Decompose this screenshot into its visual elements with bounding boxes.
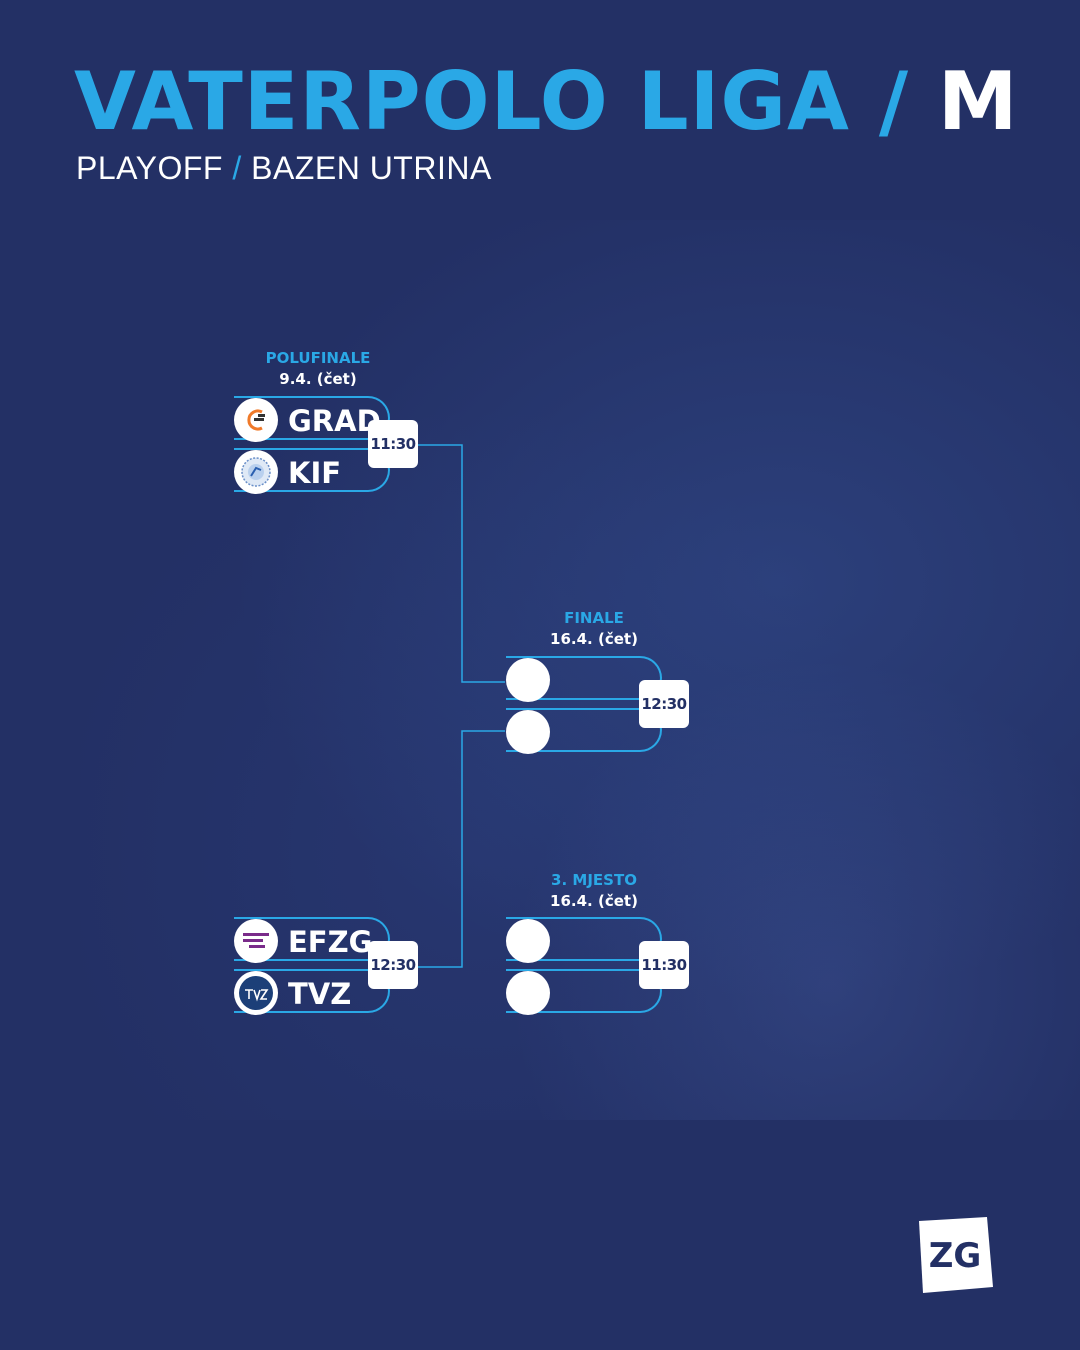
semifinal-title: POLUFINALE [265, 349, 371, 367]
final-title: FINALE [564, 609, 624, 627]
kif-logo-icon [234, 450, 278, 494]
empty-team-placeholder-icon [506, 971, 550, 1015]
title-slash: / [878, 55, 910, 148]
subtitle-venue: BAZEN UTRINA [251, 150, 492, 186]
page-title: VATERPOLO LIGA / M [74, 62, 1019, 142]
final-date: 16.4. (čet) [550, 630, 638, 648]
page-subtitle: PLAYOFF / BAZEN UTRINA [76, 150, 492, 187]
semifinal-date: 9.4. (čet) [279, 370, 357, 388]
team-slot: KIF [234, 448, 390, 494]
zg-logo-text: ZG [929, 1236, 982, 1276]
subtitle-slash: / [232, 150, 242, 186]
team-slot-empty [506, 917, 662, 963]
team-name: TVZ [288, 977, 352, 1011]
semifinal-match-1: GRAD KIF 11:30 [234, 396, 424, 496]
title-gender: M [937, 55, 1019, 148]
connector-semi1-final [418, 444, 505, 683]
zg-brand-logo: ZG [919, 1217, 993, 1293]
empty-team-placeholder-icon [506, 658, 550, 702]
efzg-logo-icon [234, 919, 278, 963]
team-slot: TVZ [234, 969, 390, 1015]
team-slot: GRAD [234, 396, 390, 442]
team-slot-empty [506, 656, 662, 702]
final-match: 12:30 [506, 656, 696, 756]
connector-semi2-final [418, 730, 505, 968]
match-time-badge: 11:30 [639, 941, 689, 989]
team-slot-empty [506, 708, 662, 754]
empty-team-placeholder-icon [506, 919, 550, 963]
team-name: KIF [288, 456, 342, 490]
final-label: FINALE 16.4. (čet) [494, 609, 694, 648]
semifinal-match-2: EFZG TVZ 12:30 [234, 917, 424, 1017]
match-time-badge: 12:30 [368, 941, 418, 989]
team-name: EFZG [288, 925, 373, 959]
third-place-title: 3. MJESTO [551, 871, 637, 889]
match-time-badge: 12:30 [639, 680, 689, 728]
third-place-match: 11:30 [506, 917, 696, 1017]
third-place-date: 16.4. (čet) [550, 892, 638, 910]
match-time-badge: 11:30 [368, 420, 418, 468]
subtitle-playoff: PLAYOFF [76, 150, 223, 186]
tvz-logo-icon [234, 971, 278, 1015]
semifinal-label: POLUFINALE 9.4. (čet) [218, 349, 418, 388]
team-slot-empty [506, 969, 662, 1015]
team-name: GRAD [288, 404, 381, 438]
title-main: VATERPOLO LIGA [74, 55, 850, 148]
grad-logo-icon [234, 398, 278, 442]
team-slot: EFZG [234, 917, 390, 963]
empty-team-placeholder-icon [506, 710, 550, 754]
third-place-label: 3. MJESTO 16.4. (čet) [494, 871, 694, 910]
